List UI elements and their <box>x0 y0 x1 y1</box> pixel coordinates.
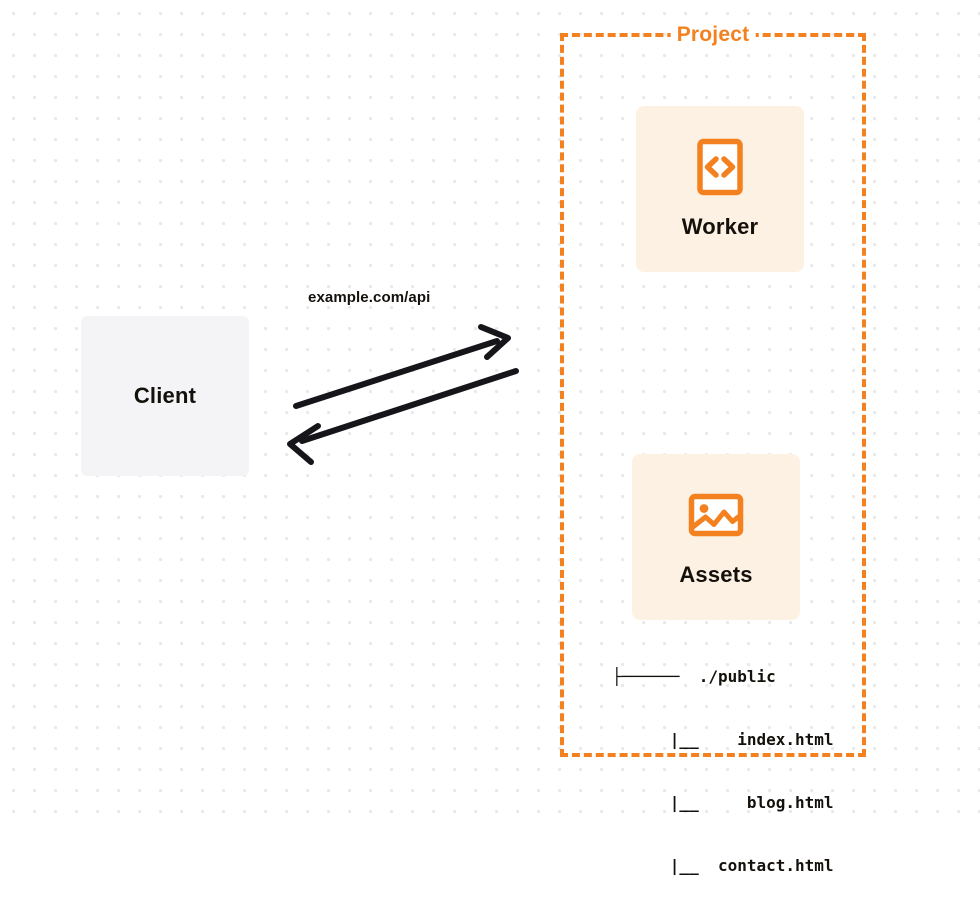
response-arrow <box>287 368 519 465</box>
client-label: Client <box>133 383 197 408</box>
code-brackets-icon <box>691 138 749 196</box>
request-arrow <box>293 324 511 409</box>
worker-card[interactable]: Worker <box>636 106 804 272</box>
image-icon <box>687 486 745 544</box>
assets-card[interactable]: Assets <box>632 454 800 620</box>
project-title: Project <box>670 23 756 47</box>
tree-row-blog-html: |__ blog.html <box>612 793 834 812</box>
tree-row-public: ├────── ./public <box>612 667 776 686</box>
client-node[interactable]: Client <box>81 316 249 476</box>
diagram-canvas: Client example.com/api Project W <box>0 0 980 875</box>
tree-row-index-html: |__ index.html <box>612 730 834 749</box>
project-group: Project Worker Assets <box>560 23 866 875</box>
assets-label: Assets <box>679 562 753 587</box>
request-url-label: example.com/api <box>308 289 431 306</box>
worker-label: Worker <box>681 214 759 239</box>
tree-row-contact-html: |__ contact.html <box>612 856 834 875</box>
assets-file-tree: ├────── ./public |__ index.html |__ blog… <box>612 624 834 918</box>
